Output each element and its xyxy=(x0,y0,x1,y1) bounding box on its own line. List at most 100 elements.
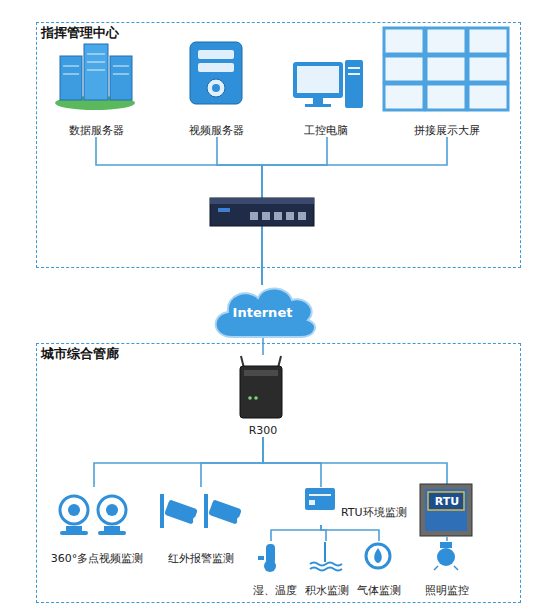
node-label: RTU xyxy=(435,495,459,508)
video-wall-icon xyxy=(426,84,466,110)
dome-camera-icon xyxy=(98,531,126,535)
data-server-icon xyxy=(60,56,82,100)
data-server-icon xyxy=(113,66,129,67)
video-wall-icon xyxy=(426,56,466,82)
node-label: RTU环境监测 xyxy=(341,506,407,519)
sensor-node: 气体监测 xyxy=(353,541,405,597)
lamp-icon xyxy=(434,542,458,570)
node-label: Internet xyxy=(233,306,293,319)
industrial-pc-icon xyxy=(348,73,360,75)
sensor-node: 湿、温度 xyxy=(246,541,304,597)
router-icon xyxy=(240,366,282,418)
video-server-icon xyxy=(190,42,242,104)
dome-camera-icon xyxy=(98,496,126,524)
node-label: 湿、温度 xyxy=(253,584,297,597)
rtu-panel-icon xyxy=(420,484,472,536)
connector-line xyxy=(263,437,447,485)
video-server-icon xyxy=(190,42,242,104)
node-label: 数据服务器 xyxy=(69,124,124,137)
lamp-node: 照明监控 xyxy=(417,541,477,597)
bullet-camera-icon xyxy=(208,499,242,524)
video-server-icon xyxy=(198,63,234,72)
rtu-panel-icon xyxy=(420,484,472,536)
rtu-panel-icon xyxy=(425,489,467,531)
bullet-camera-icon xyxy=(160,494,164,528)
video-wall-icon xyxy=(468,28,508,54)
video-wall-icon xyxy=(468,84,508,110)
rtu-unit-icon xyxy=(309,500,315,505)
node-label: 工控电脑 xyxy=(304,124,348,137)
server-node: 数据服务器 xyxy=(51,37,141,137)
gateway-device-icon xyxy=(274,212,282,220)
dashed-region: 指挥管理中心数据服务器 视频服务器 工控电脑 拼接展示大屏 xyxy=(36,22,521,268)
node-label: 气体监测 xyxy=(357,584,401,597)
water-sensor-icon xyxy=(310,563,342,566)
connector-line xyxy=(446,537,448,541)
data-server-icon xyxy=(113,74,129,75)
lamp-icon xyxy=(454,566,458,570)
industrial-pc-icon xyxy=(345,60,363,108)
screen-node: 拼接展示大屏 xyxy=(381,25,513,137)
gateway-device-icon xyxy=(218,208,230,212)
router-node: R300 xyxy=(231,355,295,437)
water-sensor-icon xyxy=(324,542,326,562)
data-server-icon xyxy=(87,54,105,55)
humidity-sensor-icon xyxy=(264,560,276,572)
data-server-icon xyxy=(110,56,132,100)
internet-cloud xyxy=(216,288,315,337)
industrial-pc-icon xyxy=(293,60,363,108)
data-server-icon xyxy=(87,62,105,63)
server-node: 视频服务器 xyxy=(171,37,261,137)
router-icon xyxy=(248,396,252,400)
rtu-panel-node: RTU xyxy=(421,485,473,537)
video-server-icon xyxy=(212,84,220,92)
router-icon xyxy=(244,370,278,376)
gas-sensor-icon xyxy=(366,544,390,568)
rtu-unit-icon xyxy=(305,488,335,510)
video-server-icon xyxy=(207,79,225,97)
region-heading: 指挥管理中心 xyxy=(41,26,119,39)
gateway-device-icon xyxy=(210,198,314,226)
region-heading: 城市综合管廊 xyxy=(41,347,119,360)
node-label: 照明监控 xyxy=(425,584,469,597)
pc-node: 工控电脑 xyxy=(281,37,371,137)
gateway-device-icon xyxy=(286,212,294,220)
bullet-camera-icon xyxy=(237,517,243,523)
industrial-pc-icon xyxy=(293,62,343,98)
gateway-device-icon xyxy=(262,212,270,220)
connector-line xyxy=(94,437,263,487)
bullet-camera-icon xyxy=(160,494,243,528)
node-label: 视频服务器 xyxy=(189,124,244,137)
cloud-node: Internet xyxy=(215,285,310,337)
node-label: 红外报警监测 xyxy=(168,552,234,565)
gas-sensor-icon xyxy=(374,548,382,563)
dome-camera-icon xyxy=(68,504,80,516)
data-server-icon xyxy=(84,44,108,100)
gateway-device-icon xyxy=(298,212,306,220)
water-sensor-icon xyxy=(310,542,342,571)
video-wall-icon xyxy=(384,84,424,110)
lamp-icon xyxy=(437,548,455,566)
dome-camera-icon xyxy=(104,526,120,531)
industrial-pc-icon xyxy=(348,67,360,69)
gateway-device-icon xyxy=(250,212,258,220)
bullet-camera-icon xyxy=(193,517,199,523)
data-server-icon xyxy=(87,70,105,71)
dome-camera-icon xyxy=(106,504,118,516)
router-icon xyxy=(240,356,282,418)
router-icon xyxy=(254,396,258,400)
humidity-sensor-icon xyxy=(258,544,276,572)
humidity-sensor-icon xyxy=(258,556,264,560)
industrial-pc-icon xyxy=(297,66,339,93)
connector-line xyxy=(263,437,321,487)
dome-camera-icon xyxy=(60,496,126,535)
industrial-pc-icon xyxy=(313,98,323,104)
node-label: 积水监测 xyxy=(305,584,349,597)
data-server-icon xyxy=(55,44,135,110)
video-wall-icon xyxy=(468,56,508,82)
industrial-pc-icon xyxy=(305,104,331,107)
video-server-icon xyxy=(198,50,234,59)
water-sensor-icon xyxy=(310,568,342,571)
gas-sensor-icon xyxy=(366,544,390,568)
